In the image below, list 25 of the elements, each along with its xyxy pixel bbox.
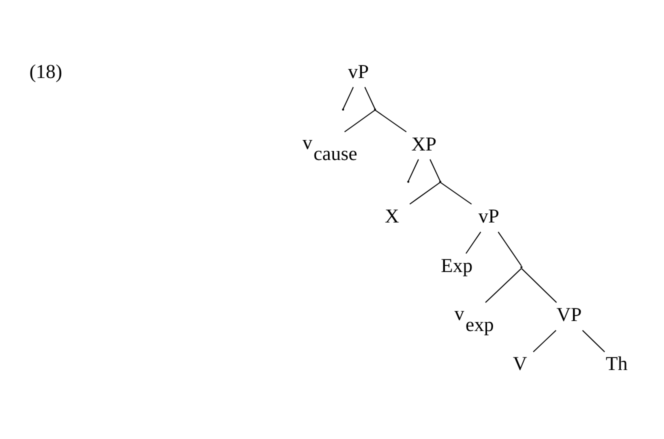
label: (18) (29, 61, 62, 84)
node-text: vP (478, 206, 500, 228)
node-text: XP (411, 133, 437, 156)
node-point (342, 108, 344, 111)
connector (498, 231, 522, 266)
connector (521, 268, 558, 304)
connector (374, 110, 407, 132)
node-point (439, 180, 442, 183)
connector (466, 231, 482, 254)
node-text: V (512, 353, 528, 376)
connector (344, 110, 376, 132)
connector (484, 268, 522, 304)
connector (532, 330, 556, 352)
node-point (520, 266, 522, 268)
connector (582, 330, 606, 352)
node-text: VP (556, 304, 582, 326)
node-point (374, 108, 376, 111)
node-text: X (384, 206, 400, 228)
connector (364, 86, 376, 110)
node-text: vP (348, 61, 369, 84)
node-text: Exp (440, 254, 473, 277)
connector (342, 86, 354, 110)
node-text: Th (606, 353, 628, 376)
connector (408, 158, 419, 182)
node-point (407, 180, 410, 183)
